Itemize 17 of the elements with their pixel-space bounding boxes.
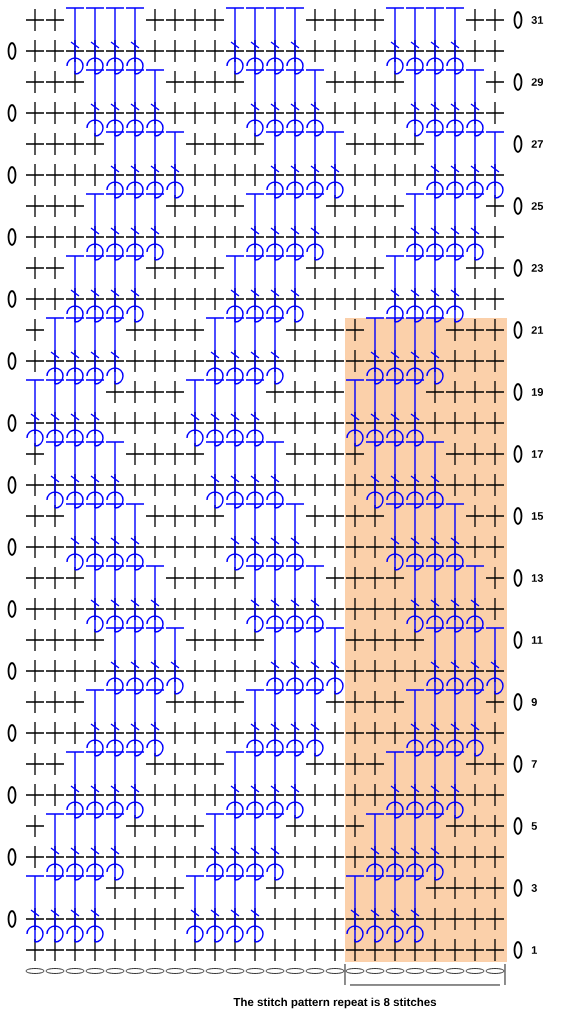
row-number: 5 [531,822,537,830]
row-number: 7 [531,760,537,768]
row-number: 25 [531,202,544,210]
row-number: 19 [531,388,543,396]
row-number: 9 [531,698,537,706]
caption: The stitch pattern repeat is 8 stitches [233,997,437,1009]
row-number: 27 [531,140,543,148]
row-number: 21 [531,326,544,334]
row-number: 13 [531,574,544,582]
row-number: 3 [531,884,537,892]
row-number: 15 [531,512,544,520]
row-number: 23 [531,264,544,272]
row-number: 29 [531,78,543,86]
row-number: 11 [531,636,543,644]
row-number: 1 [531,946,537,954]
row-number: 17 [531,450,543,458]
row-number: 31 [531,16,544,24]
